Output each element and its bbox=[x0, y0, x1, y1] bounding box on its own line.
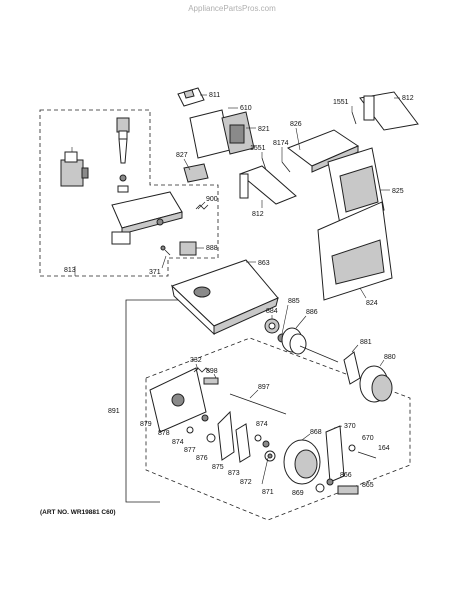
door-370-part[interactable] bbox=[325, 425, 345, 483]
washers-878-877[interactable] bbox=[186, 414, 216, 443]
watermark-text: AppliancePartsPros.com bbox=[188, 4, 276, 13]
bracket-812-lower[interactable] bbox=[239, 165, 297, 205]
callout-1551-b: 1551 bbox=[333, 99, 349, 106]
callout-821: 821 bbox=[258, 126, 270, 133]
screw-1551-left[interactable] bbox=[261, 157, 267, 171]
callout-881: 881 bbox=[360, 339, 372, 346]
chute-824-part[interactable] bbox=[317, 201, 393, 301]
housing-879-part[interactable] bbox=[149, 367, 207, 433]
callout-332: 332 bbox=[190, 357, 202, 364]
callout-879: 879 bbox=[140, 421, 152, 428]
callout-825: 825 bbox=[392, 188, 404, 195]
callout-884: 884 bbox=[266, 308, 278, 315]
callout-865: 865 bbox=[362, 482, 374, 489]
callout-875: 875 bbox=[212, 464, 224, 471]
callout-670: 670 bbox=[362, 435, 374, 442]
callout-811: 811 bbox=[209, 92, 220, 99]
switch-bracket-part[interactable] bbox=[111, 191, 183, 245]
callout-898: 898 bbox=[206, 368, 218, 375]
callout-873: 873 bbox=[228, 470, 240, 477]
callout-874-a: 874 bbox=[172, 439, 184, 446]
callout-826: 826 bbox=[290, 121, 302, 128]
ice-bucket-863-part[interactable] bbox=[171, 259, 279, 336]
insulation-825-part[interactable] bbox=[327, 147, 385, 225]
leader-lines bbox=[74, 94, 400, 485]
callout-876: 876 bbox=[196, 455, 208, 462]
lever-898-part[interactable] bbox=[203, 377, 219, 385]
auger-pin-part[interactable] bbox=[116, 117, 130, 193]
spring-332-part[interactable] bbox=[193, 367, 211, 373]
callout-888: 888 bbox=[206, 245, 218, 252]
callout-869: 869 bbox=[292, 490, 304, 497]
assembly-891-bracket bbox=[125, 299, 216, 503]
callout-812-a: 812 bbox=[402, 95, 414, 102]
valve-motor-part[interactable] bbox=[60, 147, 89, 187]
shield-881-part[interactable] bbox=[343, 351, 361, 385]
screw-371-part[interactable] bbox=[160, 245, 171, 256]
callout-371: 371 bbox=[149, 269, 161, 276]
screw-1551-right[interactable] bbox=[351, 111, 357, 125]
callout-874-b: 874 bbox=[256, 421, 268, 428]
callout-866: 866 bbox=[340, 472, 352, 479]
spring-900-part[interactable] bbox=[195, 204, 209, 210]
callout-871: 871 bbox=[262, 489, 274, 496]
callout-827: 827 bbox=[176, 152, 188, 159]
callout-897: 897 bbox=[258, 384, 270, 391]
callout-880: 880 bbox=[384, 354, 396, 361]
callout-370: 370 bbox=[344, 423, 356, 430]
lower-module-boundary bbox=[145, 337, 411, 521]
motor-868-part[interactable] bbox=[283, 439, 321, 485]
screw-8174-part[interactable] bbox=[281, 161, 291, 173]
callout-877: 877 bbox=[184, 447, 196, 454]
callout-824: 824 bbox=[366, 300, 378, 307]
callout-878: 878 bbox=[158, 430, 170, 437]
callout-812-b: 812 bbox=[252, 211, 264, 218]
callout-872: 872 bbox=[240, 479, 252, 486]
bearing-884-part[interactable] bbox=[264, 318, 280, 334]
auger-886-part[interactable] bbox=[281, 327, 339, 363]
switch-888-part[interactable] bbox=[179, 241, 197, 256]
callout-886: 886 bbox=[306, 309, 318, 316]
parts-866-869-865[interactable] bbox=[315, 478, 359, 495]
callout-885-a: 885 bbox=[288, 298, 300, 305]
shaft-872-871[interactable] bbox=[264, 450, 276, 462]
art-number-note: (ART NO. WR19881 C60) bbox=[40, 509, 116, 516]
callout-813: 813 bbox=[64, 267, 76, 274]
lever-arms-876-873[interactable] bbox=[217, 410, 270, 463]
callout-900: 900 bbox=[206, 196, 218, 203]
clip-670-164[interactable] bbox=[348, 444, 377, 459]
callout-labels: 811 610 821 827 1551 8174 826 1551 812 8… bbox=[64, 92, 414, 497]
pad-827-part[interactable] bbox=[183, 163, 209, 183]
callout-164: 164 bbox=[378, 445, 390, 452]
callout-1551-a: 1551 bbox=[250, 145, 266, 152]
callout-891: 891 bbox=[108, 408, 120, 415]
callout-8174: 8174 bbox=[273, 140, 289, 147]
bracket-812-upper[interactable] bbox=[359, 91, 419, 131]
cup-880-part[interactable] bbox=[359, 365, 393, 403]
callout-863: 863 bbox=[258, 260, 270, 267]
bracket-811-part[interactable] bbox=[177, 87, 205, 107]
callout-610: 610 bbox=[240, 105, 252, 112]
assembly-813-boundary bbox=[39, 109, 219, 277]
motor-610-part[interactable] bbox=[189, 109, 255, 159]
rod-897-part[interactable] bbox=[229, 393, 287, 415]
callout-868: 868 bbox=[310, 429, 322, 436]
